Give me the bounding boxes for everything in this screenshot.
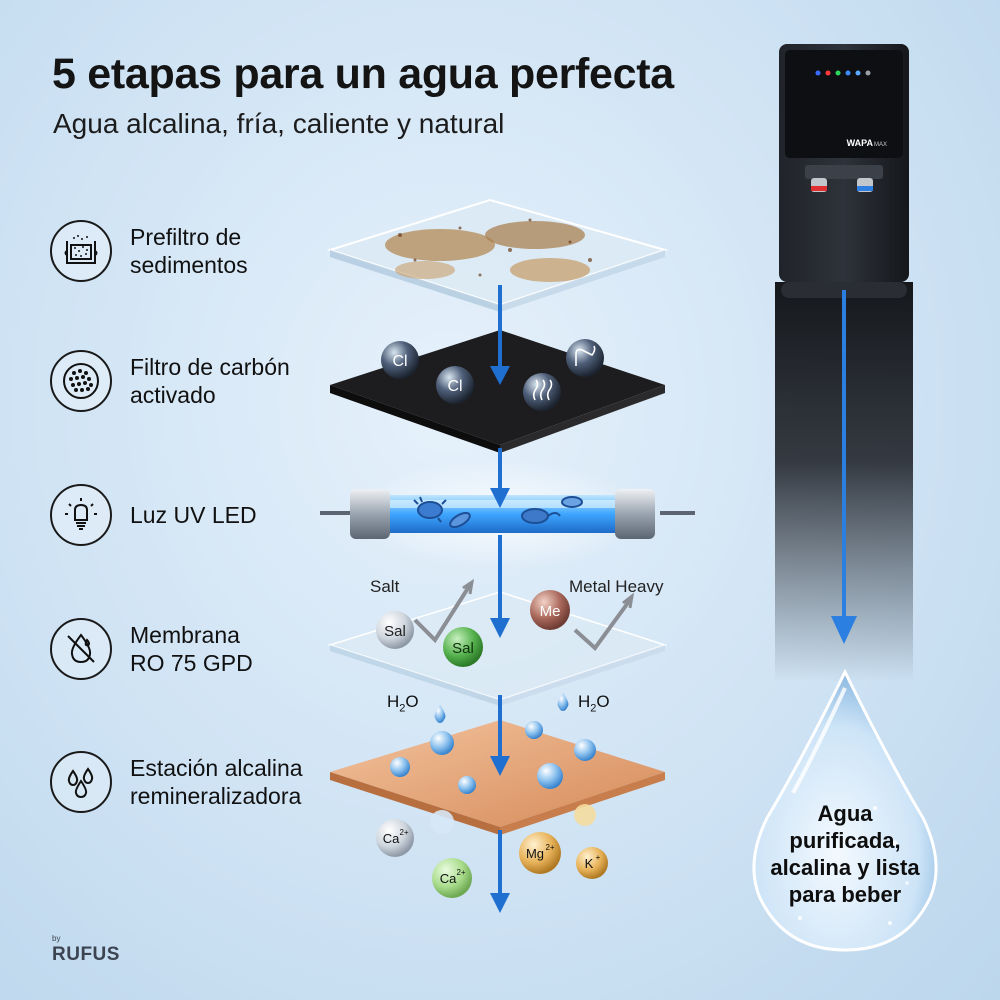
magnesium-ion: Mg 2+ <box>519 832 561 874</box>
filtration-diagram: Cl Cl Sal Sal Me <box>320 198 695 913</box>
stage-label-line1: Prefiltro de <box>130 224 242 250</box>
salt-label: Sal <box>452 640 474 657</box>
mineral-label: Ca <box>383 831 400 846</box>
calcium-ion: Ca 2+ <box>376 819 414 857</box>
metal-label: Me <box>540 603 561 620</box>
stage-label-line1: Estación alcalina <box>130 755 303 781</box>
sediment-filter-icon <box>50 220 112 282</box>
stage-label-line2: RO 75 GPD <box>130 650 253 676</box>
no-drop-icon <box>50 618 112 680</box>
carbon-layer <box>330 330 665 445</box>
sediment-layer <box>326 198 669 307</box>
ro-membrane-layer <box>327 591 668 701</box>
drop-line3: alcalina y lista <box>770 855 920 880</box>
stage-uv-led: Luz UV LED <box>50 484 257 546</box>
stage-label-line1: Filtro de carbón <box>130 354 290 380</box>
page-title: 5 etapas para un agua perfecta <box>52 50 674 98</box>
mineral-charge: 2+ <box>399 828 408 837</box>
potassium-ion: K + <box>576 847 608 879</box>
water-dispenser: WAPA MAX <box>775 44 913 682</box>
calcium-ion: Ca 2+ <box>432 858 472 898</box>
chlorine-particle: Cl <box>381 341 419 379</box>
drop-line2: purificada, <box>789 828 901 853</box>
water-molecule-label: H2O <box>578 692 610 715</box>
dispenser-brand: WAPA <box>847 138 874 148</box>
chemical-particle <box>566 339 604 377</box>
mineral-label: Ca <box>440 871 457 886</box>
salt-label: Sal <box>384 623 406 640</box>
salt-particle: Sal <box>376 611 414 649</box>
alkaline-layer <box>330 720 665 827</box>
brand-prefix: by <box>52 934 61 943</box>
water-molecule-label: H2O <box>387 692 419 715</box>
page-subtitle: Agua alcalina, fría, caliente y natural <box>53 108 505 139</box>
drop-line1: Agua <box>817 801 873 826</box>
odor-particle <box>523 373 561 411</box>
dispenser-model: MAX <box>874 142 887 148</box>
mineral-charge: 2+ <box>456 868 465 877</box>
water-drop-graphic <box>752 668 938 952</box>
stage-label-line2: sedimentos <box>130 252 248 278</box>
uv-bulb-icon <box>50 484 112 546</box>
stage-label-line1: Membrana <box>130 622 240 648</box>
salt-particle: Sal <box>443 627 483 667</box>
drops-icon <box>50 751 112 813</box>
mineral-charge: + <box>596 853 601 862</box>
mineral-label: K <box>585 856 594 871</box>
chlorine-label: Cl <box>392 353 407 370</box>
heavy-metal-particle: Me <box>530 590 570 630</box>
heavy-metal-caption: Metal Heavy <box>569 577 664 596</box>
carbon-filter-icon <box>50 350 112 412</box>
stage-label-line2: activado <box>130 382 216 408</box>
chlorine-label: Cl <box>447 378 462 395</box>
status-lights <box>815 70 871 76</box>
water-flow-arrow <box>490 285 510 913</box>
drop-message: Agua purificada, alcalina y lista para b… <box>760 800 930 908</box>
bacteria-icon <box>413 496 583 528</box>
chlorine-particle: Cl <box>436 366 474 404</box>
salt-caption: Salt <box>370 577 400 596</box>
mineral-charge: 2+ <box>545 843 554 852</box>
stage-label-line1: Luz UV LED <box>130 502 257 528</box>
brand-name: RUFUS <box>52 944 120 965</box>
stage-label-line2: remineralizadora <box>130 783 302 809</box>
mineral-label: Mg <box>526 846 544 861</box>
drop-line4: para beber <box>788 882 902 907</box>
